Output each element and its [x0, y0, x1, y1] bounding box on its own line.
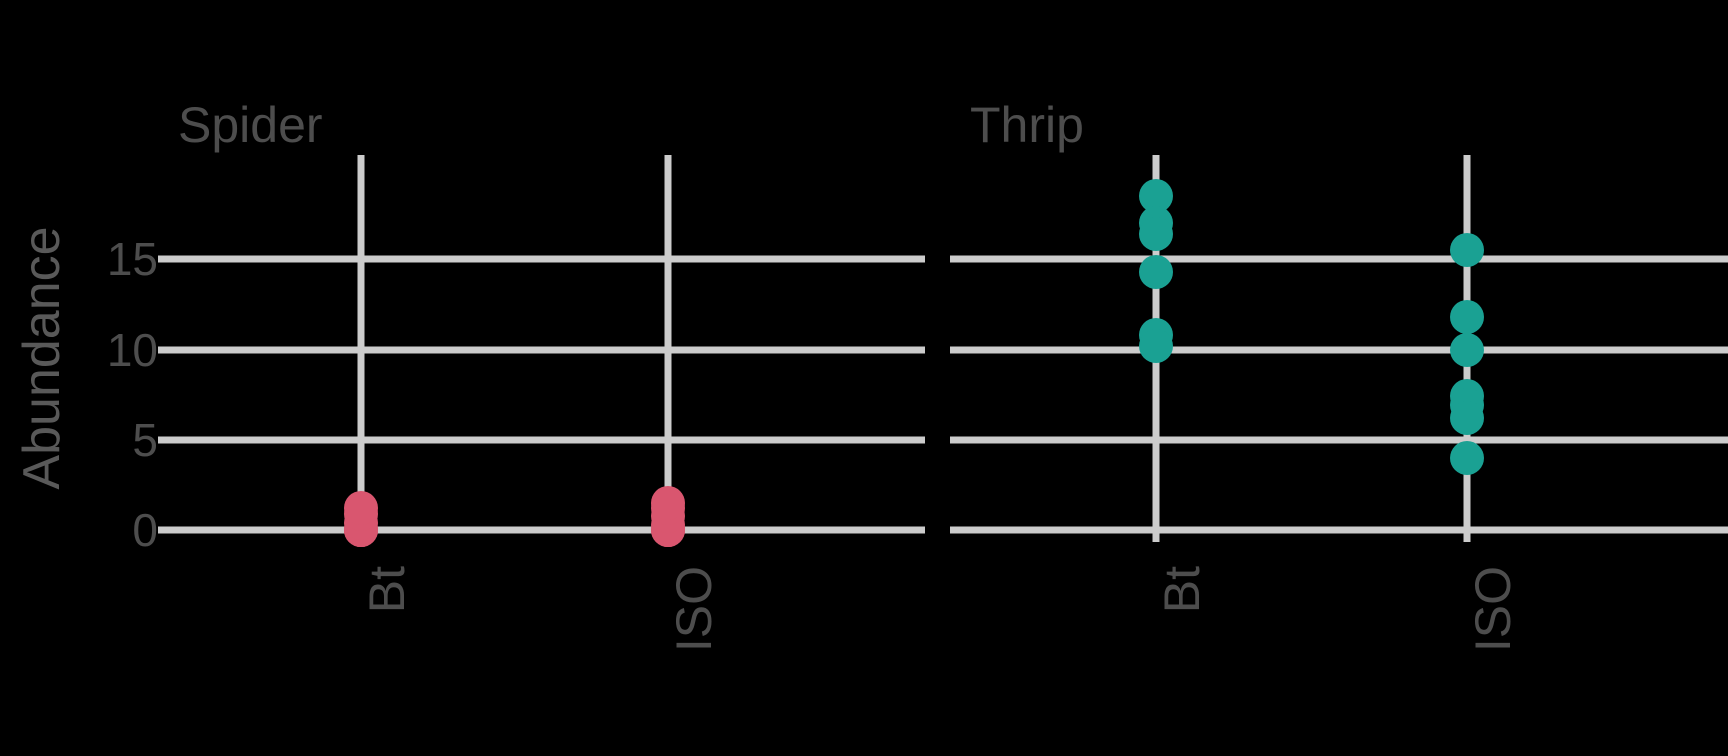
plot-area: Bt ISO: [158, 0, 925, 756]
data-point: [1450, 332, 1485, 367]
panel-title-spider: Spider: [178, 97, 323, 153]
gridline-y-10: [950, 346, 1728, 353]
gridline-y-0: [950, 526, 1728, 534]
y-tick-label-15: 15: [106, 233, 158, 286]
panel-title-thrip: Thrip: [970, 97, 1084, 153]
gridline-y-5: [158, 436, 925, 444]
y-tick-label-0: 0: [132, 504, 158, 556]
gridline-y-5: [950, 436, 1728, 444]
y-tick-label-10: 10: [106, 323, 158, 376]
gridline-y-15: [950, 255, 1728, 263]
data-point: [651, 485, 686, 520]
data-point: [1450, 300, 1485, 334]
gridline-y-10: [158, 346, 925, 353]
category-rule-iso: [664, 155, 672, 542]
x-tick-label-iso: ISO: [666, 566, 723, 653]
x-tick-label-bt: Bt: [1154, 566, 1211, 614]
data-point: [1450, 401, 1485, 436]
gridline-y-15: [158, 255, 925, 263]
gridline-y-0: [158, 526, 925, 534]
x-tick-label-iso: ISO: [1465, 566, 1522, 653]
data-point: [1450, 440, 1485, 475]
data-point: [1139, 328, 1174, 363]
plot-area: Bt ISO: [950, 0, 1728, 756]
data-point: [1450, 233, 1485, 268]
y-tick-label-5: 5: [132, 413, 158, 466]
x-tick-label-bt: Bt: [359, 566, 416, 614]
data-point: [344, 491, 379, 526]
y-axis-tick-labels: 0 5 10 15: [0, 0, 158, 756]
data-point: [1139, 216, 1174, 251]
category-rule-bt: [357, 155, 365, 542]
data-point: [1139, 254, 1174, 289]
